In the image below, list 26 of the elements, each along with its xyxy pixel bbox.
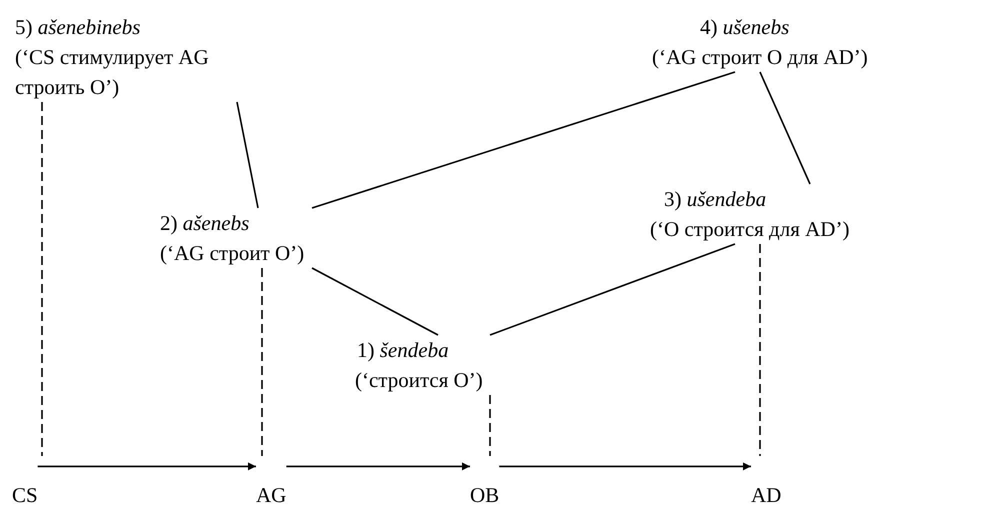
arrow — [286, 462, 470, 470]
gloss-text: (‘строится O’) — [355, 367, 484, 394]
verb-form-heading: 3) ušendeba — [663, 186, 768, 213]
term-label: AD — [751, 456, 797, 508]
dashed-connector — [41, 102, 43, 456]
connector-line — [312, 267, 438, 336]
dashed-connector — [759, 244, 761, 456]
connector-line — [759, 72, 811, 184]
verb-form-heading: 4) ušenebs — [699, 14, 790, 41]
gloss-text: (‘CS стимулирует AG строить O’) — [15, 44, 210, 101]
arrow — [499, 462, 751, 470]
verb-form-heading: 1) šendeba — [356, 337, 450, 364]
connector-line — [490, 243, 736, 336]
gloss-text: (‘O строится для AD’) — [650, 216, 850, 243]
dashed-connector — [261, 268, 263, 456]
verb-form-heading: 5) ašenebinebs — [15, 14, 142, 41]
term-label: OB — [470, 456, 514, 508]
gloss-text: (‘AG строит O для AD’) — [652, 44, 869, 71]
term-label: CS — [12, 456, 50, 508]
term-label: AG — [256, 456, 298, 508]
connector-line — [236, 102, 259, 208]
gloss-text: (‘AG строит O’) — [160, 240, 306, 267]
dashed-connector — [489, 395, 491, 456]
verb-form-heading: 2) ašenebs — [160, 210, 250, 237]
connector-line — [312, 71, 736, 209]
arrow — [38, 462, 256, 470]
